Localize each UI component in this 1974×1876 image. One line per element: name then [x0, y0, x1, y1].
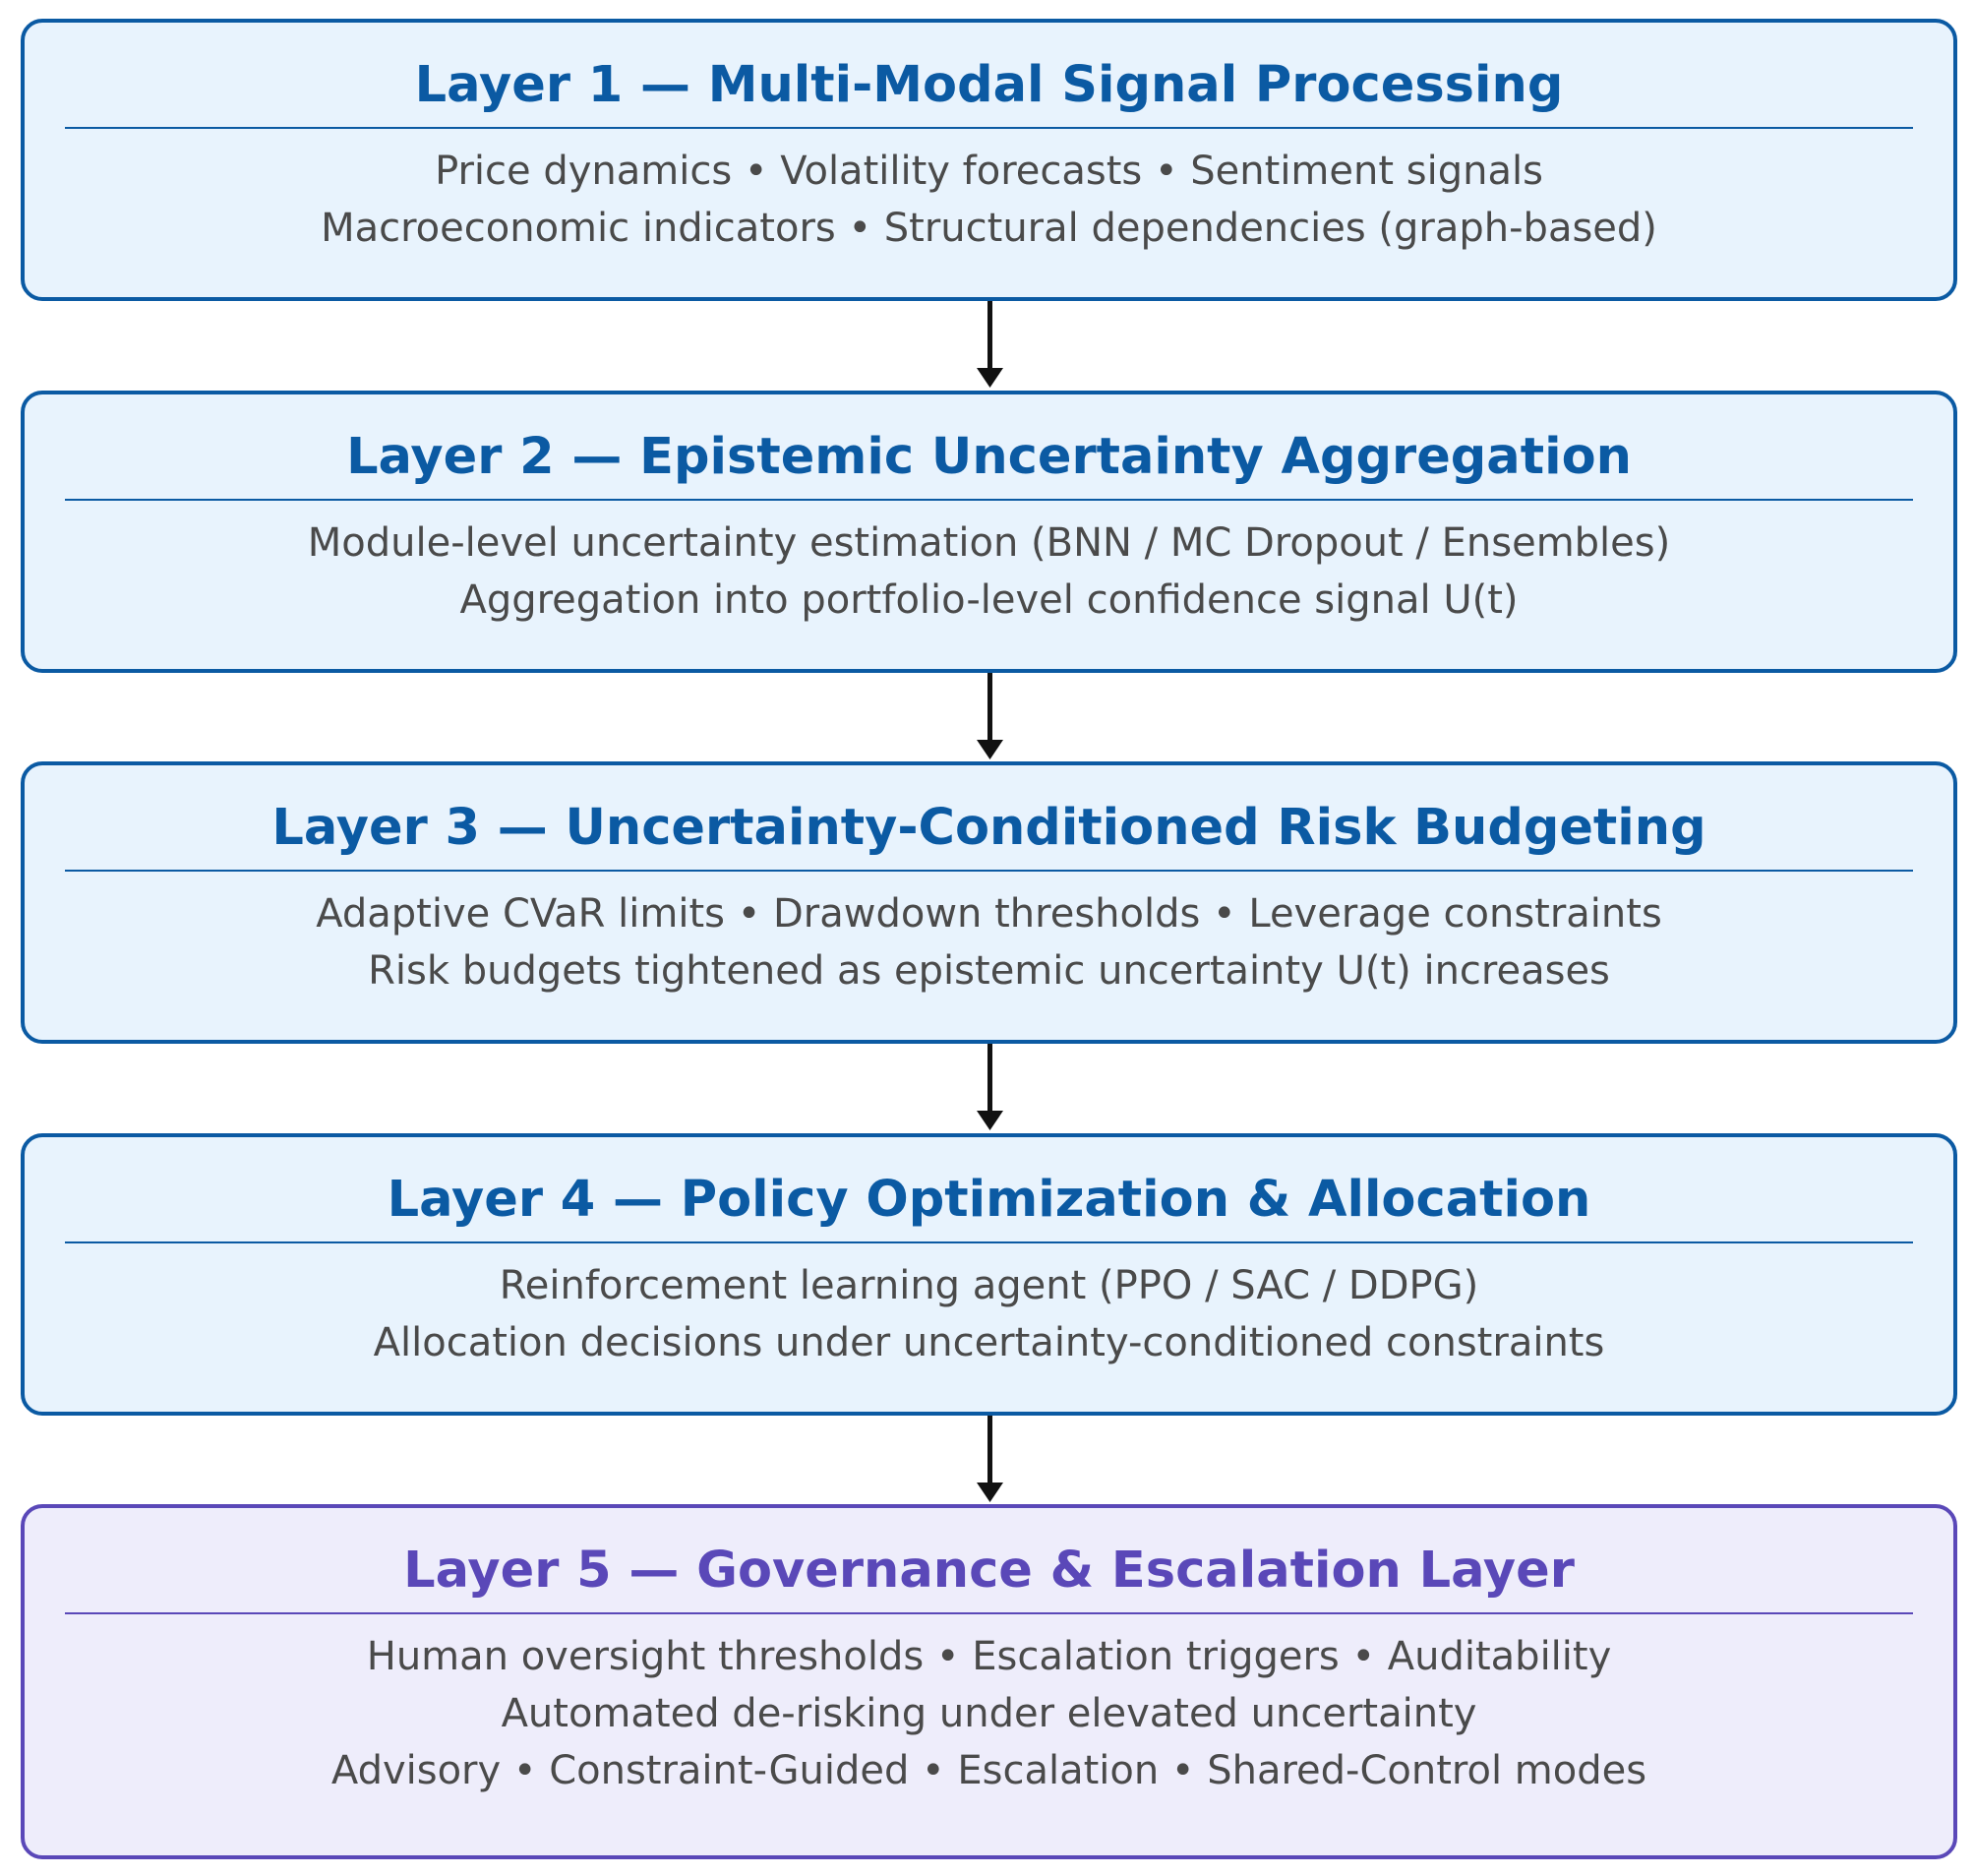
layer-3-details: Adaptive CVaR limits • Drawdown threshol… — [25, 885, 1953, 999]
layer-2-line: Module-level uncertainty estimation (BNN… — [307, 520, 1671, 566]
layer-5-box: Layer 5 — Governance & Escalation Layer … — [21, 1504, 1957, 1859]
layer-1-title: Layer 1 — Multi-Modal Signal Processing — [414, 56, 1564, 114]
layer-4-details: Reinforcement learning agent (PPO / SAC … — [25, 1257, 1953, 1371]
layer-4-line: Reinforcement learning agent (PPO / SAC … — [499, 1263, 1479, 1308]
flow-arrow-2-to-3 — [977, 673, 1003, 759]
layer-4-divider — [65, 1241, 1913, 1243]
layer-5-line: Automated de-risking under elevated unce… — [501, 1691, 1477, 1736]
layer-1-divider — [65, 127, 1913, 129]
layer-1-details: Price dynamics • Volatility forecasts • … — [25, 143, 1953, 257]
layer-5-line: Advisory • Constraint-Guided • Escalatio… — [330, 1748, 1647, 1793]
layer-2-details: Module-level uncertainty estimation (BNN… — [25, 514, 1953, 629]
flow-arrow-3-to-4 — [977, 1044, 1003, 1130]
layer-2-line: Aggregation into portfolio-level confide… — [459, 577, 1519, 623]
layer-4-line: Allocation decisions under uncertainty-c… — [373, 1320, 1605, 1365]
layer-5-details: Human oversight thresholds • Escalation … — [25, 1628, 1953, 1799]
layer-2-box: Layer 2 — Epistemic Uncertainty Aggregat… — [21, 391, 1957, 673]
layer-2-title: Layer 2 — Epistemic Uncertainty Aggregat… — [346, 428, 1632, 486]
layer-5-title: Layer 5 — Governance & Escalation Layer — [403, 1542, 1575, 1600]
layer-4-title: Layer 4 — Policy Optimization & Allocati… — [387, 1171, 1591, 1229]
layer-3-divider — [65, 870, 1913, 872]
layer-1-box: Layer 1 — Multi-Modal Signal Processing … — [21, 19, 1957, 301]
layer-5-line: Human oversight thresholds • Escalation … — [366, 1634, 1612, 1679]
layer-1-line: Macroeconomic indicators • Structural de… — [321, 206, 1657, 251]
flow-arrow-4-to-5 — [977, 1416, 1003, 1502]
layer-3-line: Adaptive CVaR limits • Drawdown threshol… — [316, 891, 1662, 937]
layer-3-title: Layer 3 — Uncertainty-Conditioned Risk B… — [271, 799, 1706, 857]
flow-arrow-1-to-2 — [977, 301, 1003, 388]
layer-1-line: Price dynamics • Volatility forecasts • … — [435, 149, 1543, 194]
layer-2-divider — [65, 499, 1913, 501]
layer-3-line: Risk budgets tightened as epistemic unce… — [368, 948, 1610, 994]
layer-4-box: Layer 4 — Policy Optimization & Allocati… — [21, 1133, 1957, 1416]
layer-3-box: Layer 3 — Uncertainty-Conditioned Risk B… — [21, 761, 1957, 1044]
layer-5-divider — [65, 1612, 1913, 1614]
